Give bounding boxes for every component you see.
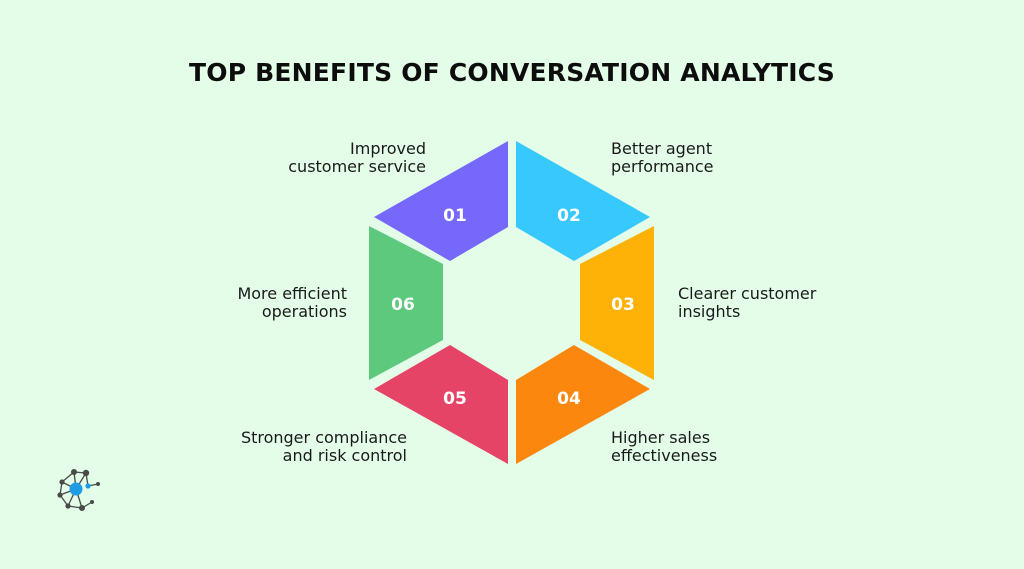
segment-06-label: More efficient operations: [237, 284, 347, 321]
segment-01-number: 01: [443, 206, 467, 226]
segment-06: [369, 226, 443, 380]
segment-03: [580, 226, 654, 380]
segment-01: [374, 141, 508, 261]
segment-03-number: 03: [611, 295, 635, 315]
segment-04-label: Higher sales effectiveness: [611, 428, 718, 465]
segment-05-number: 05: [443, 389, 467, 409]
segment-05-label: Stronger compliance and risk control: [240, 428, 407, 465]
logo-nodes: [57, 469, 100, 511]
segment-02-label: Better agent performance: [611, 139, 714, 176]
segment-04: [516, 345, 650, 464]
segment-04-number: 04: [557, 389, 581, 409]
logo-center-node: [69, 482, 83, 496]
segment-02: [516, 141, 650, 261]
segment-05: [374, 345, 508, 464]
segment-02-number: 02: [557, 206, 581, 226]
network-node-logo-icon: [57, 469, 100, 511]
segment-01-label: Improved customer service: [288, 139, 426, 176]
page-title: TOP BENEFITS OF CONVERSATION ANALYTICS: [188, 58, 835, 87]
segment-06-number: 06: [391, 295, 415, 315]
logo-accent-node: [85, 483, 91, 489]
segment-03-label: Clearer customer insights: [678, 284, 817, 321]
